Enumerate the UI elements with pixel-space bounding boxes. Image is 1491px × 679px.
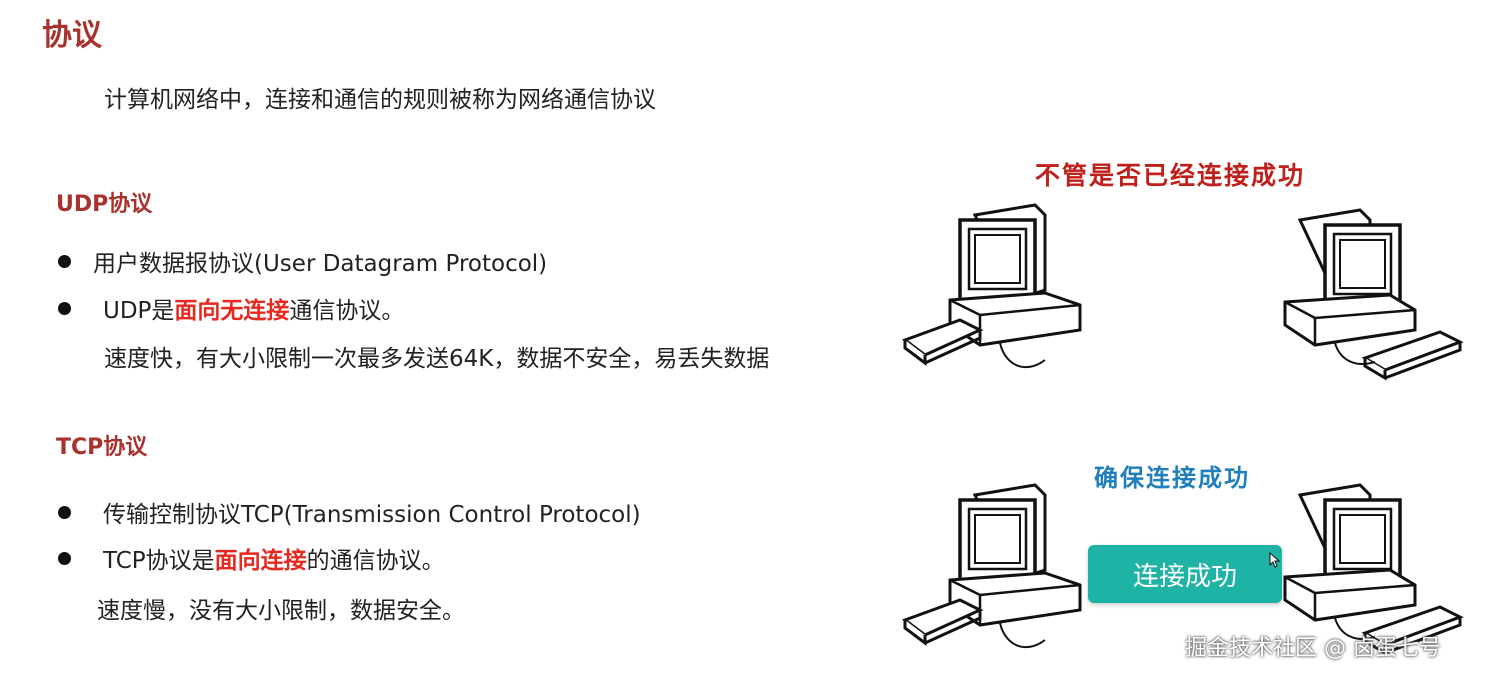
udp-highlight: 面向无连接: [174, 298, 290, 324]
udp-bullet-2-post: 通信协议。: [289, 298, 405, 324]
udp-diagram-caption: 不管是否已经连接成功: [1035, 161, 1306, 190]
udp-bullet-2-pre: UDP是: [103, 298, 175, 324]
udp-bullet-1-text: 用户数据报协议(User Datagram Protocol): [93, 251, 548, 277]
bullet-dot: [58, 254, 71, 268]
computer-icon: [1283, 208, 1462, 380]
tcp-highlight: 面向连接: [214, 548, 307, 574]
udp-detail: 速度快，有大小限制一次最多发送64K，数据不安全，易丢失数据: [104, 346, 770, 372]
bullet-dot: [58, 505, 71, 519]
intro-text: 计算机网络中，连接和通信的规则被称为网络通信协议: [104, 87, 656, 113]
udp-bullet-2: UDP是面向无连接通信协议。: [58, 291, 404, 325]
page-title: 协议: [42, 18, 102, 53]
tcp-bullet-2: TCP协议是面向连接的通信协议。: [58, 541, 445, 575]
cursor-icon: [1269, 551, 1281, 568]
udp-bullet-1: 用户数据报协议(User Datagram Protocol): [58, 244, 547, 278]
tcp-bullet-1-text: 传输控制协议TCP(Transmission Control Protocol): [103, 502, 641, 528]
computer-icon: [903, 483, 1082, 649]
udp-heading: UDP协议: [56, 192, 153, 217]
tcp-detail: 速度慢，没有大小限制，数据安全。: [97, 598, 465, 624]
bullet-dot: [58, 301, 71, 315]
computer-icon: [903, 203, 1082, 369]
tcp-heading: TCP协议: [56, 435, 148, 460]
tcp-bullet-1: 传输控制协议TCP(Transmission Control Protocol): [58, 495, 641, 529]
watermark: 掘金技术社区 @ 卤蛋七号: [1185, 636, 1441, 661]
tcp-bullet-2-pre: TCP协议是: [103, 548, 215, 574]
connection-success-button[interactable]: 连接成功: [1088, 545, 1282, 603]
tcp-diagram-caption: 确保连接成功: [1094, 464, 1250, 492]
tcp-bullet-2-post: 的通信协议。: [306, 548, 445, 574]
bullet-dot: [58, 551, 71, 565]
